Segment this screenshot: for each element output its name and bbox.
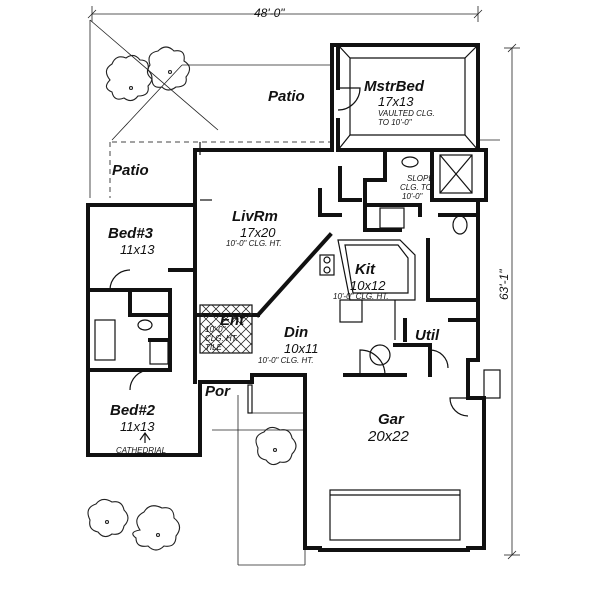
kitchen-size: 10x12 (350, 278, 386, 293)
entry-name: Ent (220, 312, 245, 329)
patio-top-label: Patio (268, 88, 305, 105)
tree-top (105, 46, 191, 102)
bed2-size: 11x13 (120, 419, 155, 434)
dimension-right (504, 43, 520, 560)
dining-note: 10'-0" CLG. HT. (258, 356, 314, 365)
master-bath-note-2: CLG. TO (400, 183, 432, 192)
living-room-note: 10'-0" CLG. HT. (226, 239, 282, 248)
entry-note-1: 10'-0" (205, 325, 226, 334)
bed2-name: Bed#2 (110, 402, 156, 419)
master-bed-size: 17x13 (378, 94, 414, 109)
porch-name: Por (205, 383, 231, 400)
dimension-top (87, 6, 483, 22)
living-room-size: 17x20 (240, 225, 276, 240)
entry-note-2: CLG. HT. (205, 334, 239, 343)
master-bath-note-1: SLOPE (407, 174, 434, 183)
master-bed-name: MstrBed (364, 78, 425, 95)
entry-tile (199, 304, 253, 354)
master-bed-note-2: TO 10'-0" (378, 118, 412, 127)
garage-name: Gar (378, 411, 404, 428)
dining-name: Din (284, 324, 309, 341)
tree-bottom (87, 498, 181, 551)
master-bath-note-3: 10'-0" (402, 192, 423, 201)
patio-left-label: Patio (112, 162, 149, 179)
garage-size: 20x22 (368, 428, 409, 445)
utility-name: Util (415, 327, 440, 344)
tree-garage-left (255, 426, 297, 466)
overall-depth-label: 63'-1" (497, 269, 511, 300)
entry-note-3: TILE (205, 343, 222, 352)
living-room-name: LivRm (232, 208, 278, 225)
dining-size: 10x11 (284, 341, 319, 356)
kitchen-name: Kit (355, 261, 375, 278)
master-bed-note-1: VAULTED CLG. (378, 109, 435, 118)
bed2-note: CATHEDRIAL (116, 446, 167, 455)
overall-width-label: 48'-0" (254, 6, 285, 20)
kitchen-note: 10'-0" CLG. HT. (333, 292, 389, 301)
interior-walls (86, 148, 480, 384)
bed3-size: 11x13 (120, 242, 155, 257)
bed3-name: Bed#3 (108, 225, 154, 242)
